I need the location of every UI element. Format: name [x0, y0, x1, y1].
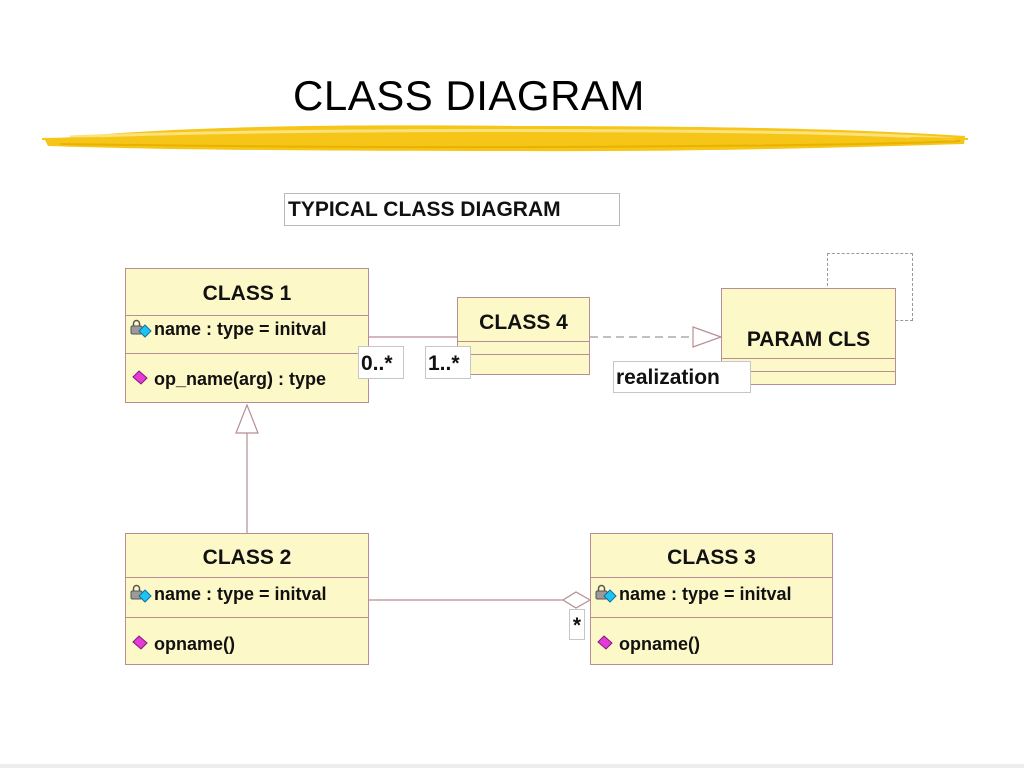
- magenta-diamond-icon: [132, 635, 148, 650]
- attribute-section: [722, 359, 895, 372]
- class-3-box[interactable]: CLASS 3 name : type = initval opname(): [590, 533, 833, 665]
- operation-section: op_name(arg) : type: [126, 354, 368, 404]
- attribute-section: name : type = initval: [591, 578, 832, 618]
- attribute-section: name : type = initval: [126, 316, 368, 354]
- aggregation-diamond: [561, 591, 592, 609]
- operation-section: opname(): [591, 618, 832, 666]
- generalization-arrowhead: [235, 403, 259, 434]
- realization-label: realization: [613, 361, 751, 393]
- class-2-box[interactable]: CLASS 2 name : type = initval opname(): [125, 533, 369, 665]
- lock-key-icon: [130, 584, 152, 603]
- diagram-caption: TYPICAL CLASS DIAGRAM: [284, 193, 620, 226]
- attribute-text: name : type = initval: [154, 584, 327, 604]
- attribute-section: [458, 342, 589, 355]
- magenta-diamond-icon: [132, 370, 148, 385]
- class-name: CLASS 4: [458, 298, 589, 342]
- attribute-text: name : type = initval: [154, 319, 327, 339]
- magenta-diamond-icon: [597, 635, 613, 650]
- operation-text: opname(): [619, 634, 700, 654]
- lock-key-icon: [595, 584, 617, 603]
- class-name: CLASS 1: [126, 269, 368, 316]
- class-name: CLASS 3: [591, 534, 832, 578]
- attribute-section: name : type = initval: [126, 578, 368, 618]
- realization-arrowhead: [692, 326, 723, 348]
- operation-text: op_name(arg) : type: [154, 369, 327, 389]
- multiplicity-label-class1: 0..*: [358, 346, 404, 379]
- operation-section: opname(): [126, 618, 368, 666]
- lock-key-icon: [130, 319, 152, 338]
- class-name: PARAM CLS: [722, 289, 895, 359]
- attribute-text: name : type = initval: [619, 584, 792, 604]
- slide-title: CLASS DIAGRAM: [293, 72, 645, 119]
- multiplicity-label-aggregation: *: [569, 609, 585, 640]
- slide-footer-rule: [0, 764, 1024, 768]
- operation-section: [458, 355, 589, 376]
- title-brush-stroke: [41, 125, 969, 152]
- class-name: CLASS 2: [126, 534, 368, 578]
- operation-text: opname(): [154, 634, 235, 654]
- multiplicity-label-class4: 1..*: [425, 346, 471, 379]
- class-4-box[interactable]: CLASS 4: [457, 297, 590, 375]
- class-1-box[interactable]: CLASS 1 name : type = initval op_name(ar…: [125, 268, 369, 403]
